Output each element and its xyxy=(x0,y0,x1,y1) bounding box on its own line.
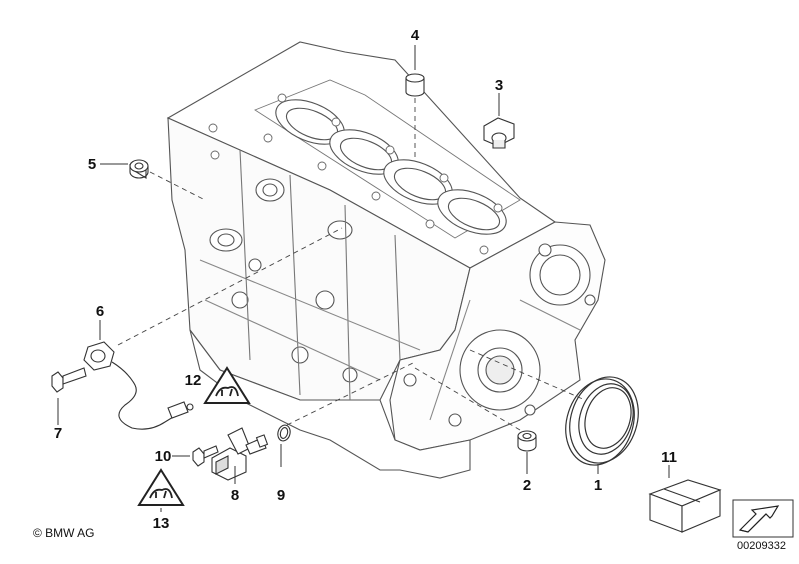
warning-triangle-12-icon xyxy=(203,366,251,404)
callout-leaders xyxy=(57,45,670,512)
view-direction-icon xyxy=(732,499,794,538)
callout-1: 1 xyxy=(594,477,602,494)
callout-3: 3 xyxy=(495,77,503,94)
callout-6: 6 xyxy=(96,303,104,320)
callout-12: 12 xyxy=(185,372,202,389)
part-11-box xyxy=(648,479,722,533)
callout-8: 8 xyxy=(231,487,239,504)
part-4-dowel-sleeve xyxy=(405,73,425,97)
warning-triangle-13-icon xyxy=(137,468,185,506)
callout-2: 2 xyxy=(523,477,531,494)
callout-4: 4 xyxy=(411,27,420,44)
callout-9: 9 xyxy=(277,487,285,504)
callout-11: 11 xyxy=(661,449,677,466)
callout-labels: 4 3 5 6 7 12 10 8 9 2 1 11 13 xyxy=(54,27,677,532)
engine-block xyxy=(166,41,606,479)
part-9-o-ring xyxy=(277,424,291,442)
copyright-notice: © BMW AG xyxy=(33,526,95,540)
part-8-pulse-generator xyxy=(211,427,269,481)
callout-10: 10 xyxy=(155,448,172,465)
part-5-dowel-sleeve xyxy=(129,159,149,179)
leader-lines xyxy=(117,98,586,431)
callout-5: 5 xyxy=(88,156,96,173)
part-3-screw-plug xyxy=(483,117,515,149)
part-6-knock-sensor xyxy=(83,341,194,430)
part-1-shaft-seal xyxy=(565,376,639,466)
part-2-dowel-sleeve xyxy=(517,430,537,452)
callout-7: 7 xyxy=(54,425,62,442)
part-7-bolt xyxy=(51,367,87,393)
callout-13: 13 xyxy=(153,515,170,532)
diagram-id: 00209332 xyxy=(737,540,786,552)
part-10-bolt xyxy=(192,445,219,467)
